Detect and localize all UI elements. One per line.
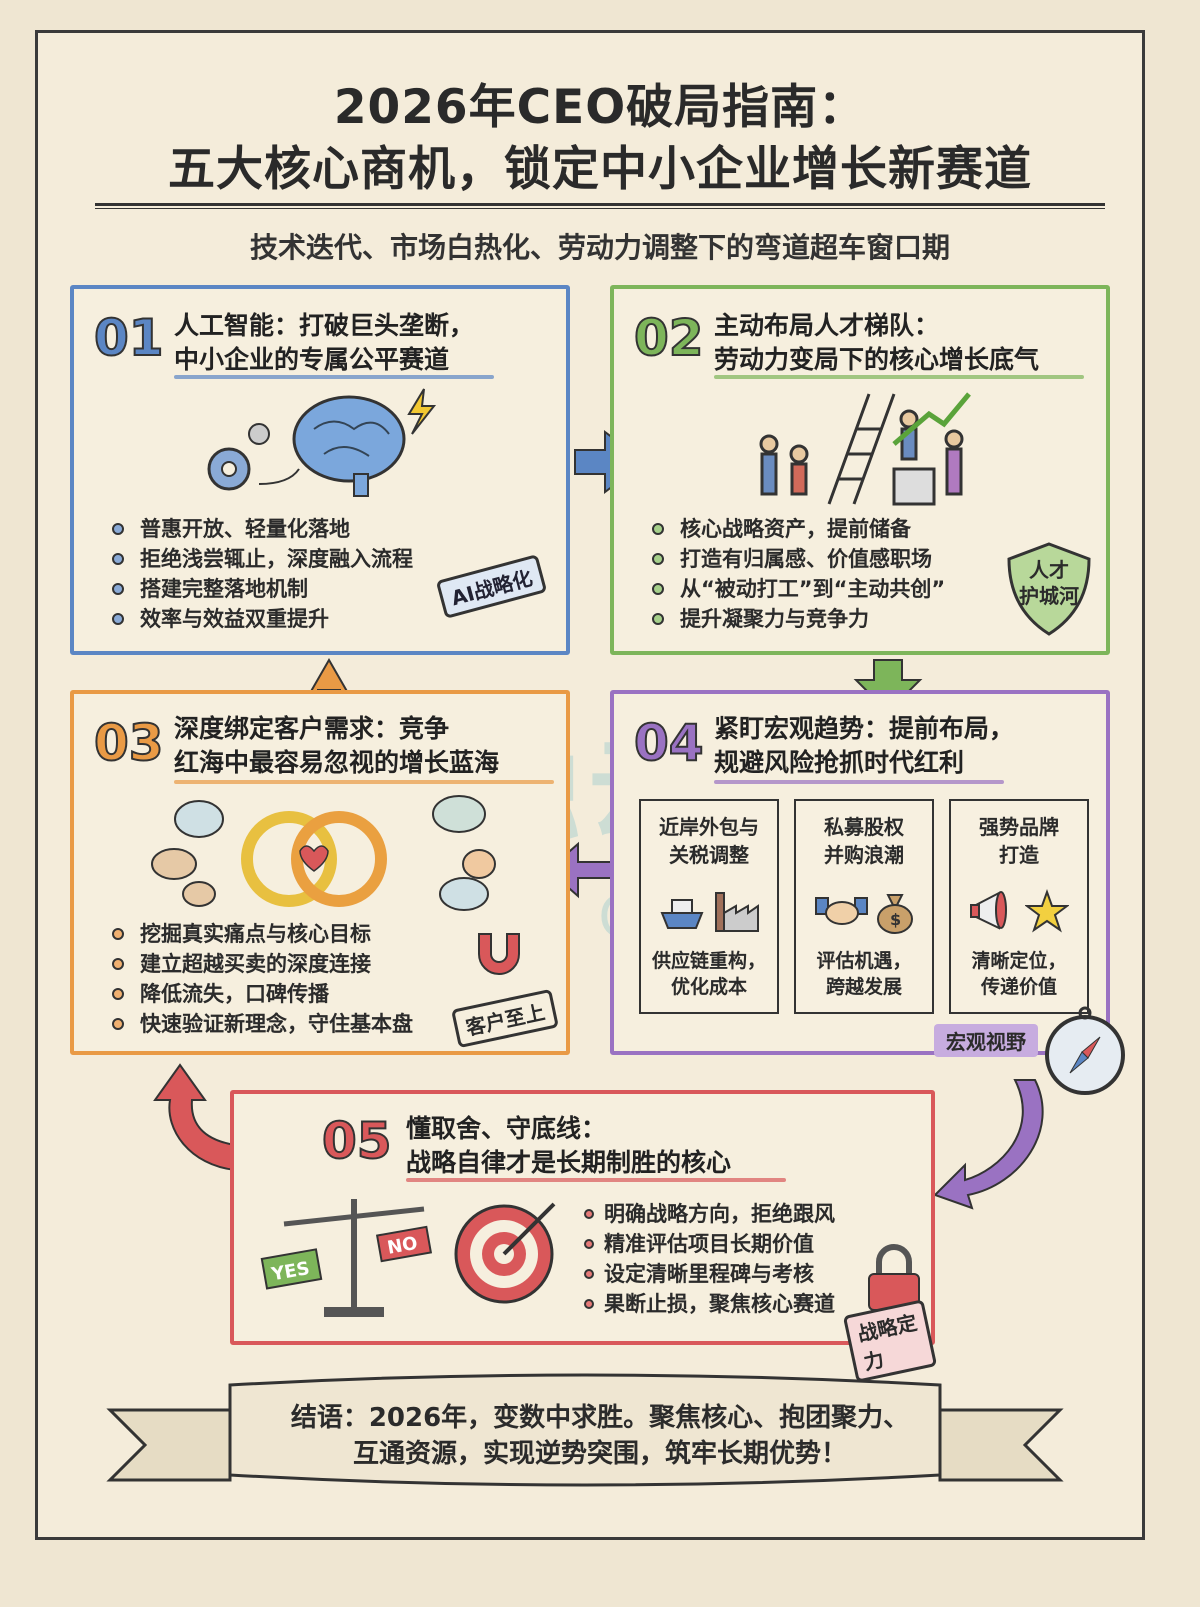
bullet-item: 普惠开放、轻量化落地 — [112, 514, 413, 544]
stamp-talent-moat: 人才 护城河 — [1019, 558, 1079, 608]
bullet-list: 普惠开放、轻量化落地 拒绝浅尝辄止，深度融入流程 搭建完整落地机制 效率与效益双… — [112, 514, 413, 634]
bullet-item: 精准评估项目长期价值 — [584, 1229, 835, 1259]
brain-gear-illustration — [207, 388, 437, 497]
title-line-1: 2026年CEO破局指南： — [333, 80, 867, 135]
card-title: 紧盯宏观趋势：提前布局， 规避风险抢抓时代红利 — [714, 712, 1014, 780]
title-line-2: 五大核心商机，锁定中小企业增长新赛道 — [168, 142, 1032, 197]
scale-no-label: NO — [386, 1233, 420, 1259]
sub-card-private-equity: 私募股权 并购浪潮 $ 评估机遇， 跨越发展 — [794, 799, 934, 1014]
card-title-line-2: 规避风险抢抓时代红利 — [714, 748, 965, 777]
card-title-line-1: 人工智能：打破巨头垄断， — [174, 311, 475, 340]
card-title-line-2: 劳动力变局下的核心增长底气 — [714, 345, 1040, 374]
card-title-line-1: 深度绑定客户需求：竞争 — [174, 714, 450, 743]
sub-card-body: 清晰定位， 传递价值 — [971, 950, 1067, 998]
bullet-item: 设定清晰里程碑与考核 — [584, 1259, 835, 1289]
compass-icon — [1045, 1006, 1125, 1095]
card-03-customer: 03 深度绑定客户需求：竞争红海中最容易忽视的增长蓝海 挖掘真实痛点与核心目标 … — [70, 690, 570, 1055]
arrow-05-to-03 — [153, 1063, 236, 1172]
magnet-icon — [478, 933, 520, 975]
title-underline — [714, 780, 1004, 784]
card-number: 01 — [93, 308, 165, 368]
card-02-talent: 02 主动布局人才梯队： 劳动力变局下的核心增长底气 核心战略资产，提前储备 打造… — [610, 285, 1110, 655]
card-number: 02 — [633, 308, 705, 368]
title-underline — [174, 375, 494, 379]
bullet-item: 打造有归属感、价值感职场 — [652, 544, 945, 574]
rings-illustration — [151, 795, 496, 911]
conclusion-text: 结语：2026年，变数中求胜。聚焦核心、抱团聚力、 互通资源，实现逆势突围，筑牢… — [0, 1400, 1200, 1472]
ladder-people-icon — [759, 393, 964, 506]
conclusion-line-2: 互通资源，实现逆势突围，筑牢长期优势！ — [352, 1439, 847, 1469]
stamp-macro-vision: 宏观视野 — [934, 1024, 1038, 1057]
card-title: 主动布局人才梯队： 劳动力变局下的核心增长底气 — [714, 309, 1039, 377]
card-05-discipline: 05 懂取舍、守底线： 战略自律才是长期制胜的核心 YES NO 明确战略方向，拒… — [230, 1090, 938, 1383]
card-01-ai: 01 人工智能：打破巨头垄断， 中小企业的专属公平赛道 普惠开放、轻量化落地 拒绝… — [70, 285, 570, 655]
bullet-item: 果断止损，聚焦核心赛道 — [584, 1289, 835, 1319]
megaphone-icon — [970, 891, 1007, 930]
card-title-line-2: 战略自律才是长期制胜的核心 — [406, 1148, 732, 1177]
card-title: 懂取舍、守底线： 战略自律才是长期制胜的核心 — [406, 1112, 731, 1180]
card-title-line-1: 紧盯宏观趋势：提前布局， — [714, 714, 1015, 743]
card-title: 深度绑定客户需求：竞争红海中最容易忽视的增长蓝海 — [174, 712, 499, 780]
bullet-item: 降低流失，口碑传播 — [112, 979, 413, 1009]
ribbon-banner — [106, 1373, 1064, 1487]
arrow-04-to-05 — [933, 1079, 1044, 1210]
title-underline — [406, 1178, 786, 1182]
growth-arrow-icon — [892, 392, 971, 446]
bullet-item: 挖掘真实痛点与核心目标 — [112, 919, 413, 949]
card-number: 05 — [321, 1111, 393, 1171]
bullet-item: 快速验证新理念，守住基本盘 — [112, 1009, 413, 1039]
bullet-list: 挖掘真实痛点与核心目标 建立超越买卖的深度连接 降低流失，口碑传播 快速验证新理… — [112, 919, 413, 1039]
card-04-macro: 04 紧盯宏观趋势：提前布局， 规避风险抢抓时代红利 近岸外包与 关税调整 供应链… — [610, 690, 1110, 1057]
card-number: 03 — [93, 713, 165, 773]
subtitle: 技术迭代、市场白热化、劳动力调整下的弯道超车窗口期 — [249, 231, 950, 264]
svg-text:$: $ — [890, 910, 901, 929]
target-icon — [454, 1202, 556, 1304]
card-title: 人工智能：打破巨头垄断， 中小企业的专属公平赛道 — [174, 309, 474, 377]
bullet-list: 核心战略资产，提前储备 打造有归属感、价值感职场 从“被动打工”到“主动共创” … — [652, 514, 945, 634]
stamp-ai-strategy: AI战略化 — [435, 554, 548, 619]
sub-card-body: 供应链重构， 优化成本 — [651, 950, 766, 998]
bullet-item: 核心战略资产，提前储备 — [652, 514, 945, 544]
conclusion-line-1: 结语：2026年，变数中求胜。聚焦核心、抱团聚力、 — [290, 1403, 910, 1433]
factory-icon — [715, 892, 759, 932]
card-title-line-1: 主动布局人才梯队： — [714, 311, 940, 340]
sub-card-title: 近岸外包与 关税调整 — [659, 815, 759, 867]
sub-card-nearshoring: 近岸外包与 关税调整 供应链重构， 优化成本 — [639, 799, 779, 1014]
gear-icon — [248, 423, 270, 445]
bullet-list: 明确战略方向，拒绝跟风 精准评估项目长期价值 设定清晰里程碑与考核 果断止损，聚… — [584, 1199, 835, 1319]
sub-card-title: 强势品牌 打造 — [979, 815, 1059, 867]
gear-icon — [207, 447, 251, 491]
sub-card-title: 私募股权 并购浪潮 — [824, 815, 904, 867]
title-underline — [714, 375, 1084, 379]
bullet-item: 明确战略方向，拒绝跟风 — [584, 1199, 835, 1229]
sub-card-brand: 强势品牌 打造 清晰定位， 传递价值 — [949, 799, 1089, 1014]
chat-bubble-icon — [151, 795, 496, 911]
money-bag-icon: $ — [876, 893, 913, 934]
sub-card-body: 评估机遇， 跨越发展 — [816, 950, 912, 998]
card-number: 04 — [633, 713, 705, 773]
handshake-icon — [814, 897, 868, 925]
card-title-line-1: 懂取舍、守底线： — [406, 1114, 607, 1143]
star-icon — [1025, 888, 1069, 933]
ship-icon — [660, 899, 704, 929]
bullet-item: 效率与效益双重提升 — [112, 604, 413, 634]
title-divider — [95, 203, 1105, 209]
bullet-item: 提升凝聚力与竞争力 — [652, 604, 945, 634]
arrow-icon — [258, 468, 300, 485]
bullet-item: 从“被动打工”到“主动共创” — [652, 574, 945, 604]
bullet-item: 拒绝浅尝辄止，深度融入流程 — [112, 544, 413, 574]
card-title-line-2: 中小企业的专属公平赛道 — [174, 345, 450, 374]
bullet-item: 建立超越买卖的深度连接 — [112, 949, 413, 979]
ladder-people-illustration — [759, 392, 971, 506]
shield-icon — [1007, 542, 1091, 636]
title-underline — [174, 780, 554, 784]
lightning-icon — [407, 388, 437, 435]
scale-icon: YES NO — [260, 1199, 433, 1317]
card-title-line-2: 红海中最容易忽视的增长蓝海 — [174, 748, 500, 777]
rings-heart-icon — [241, 811, 387, 907]
bullet-item: 搭建完整落地机制 — [112, 574, 413, 604]
brain-icon — [292, 395, 406, 497]
stamp-customer-first: 客户至上 — [451, 988, 559, 1049]
